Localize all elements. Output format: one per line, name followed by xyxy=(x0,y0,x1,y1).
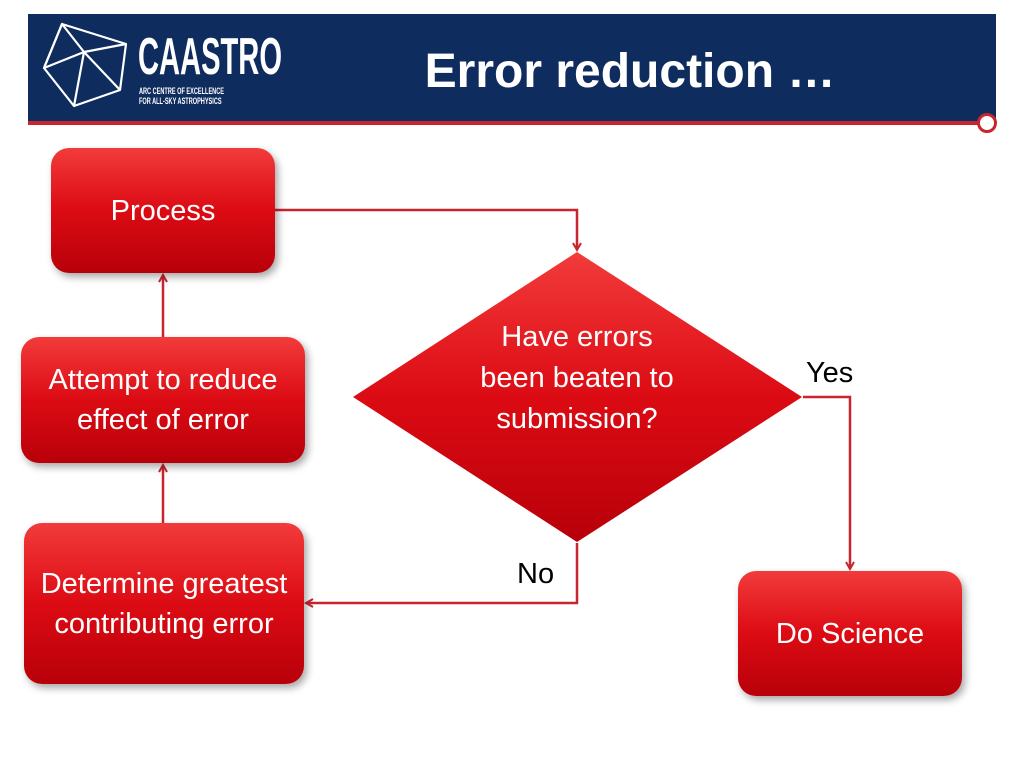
decision-question: Have errors been beaten to submission? xyxy=(480,321,674,435)
no-label: No xyxy=(517,558,555,590)
do-science-node: Do Science xyxy=(738,571,962,696)
logo-tagline: ARC CENTRE OF EXCELLENCE FOR ALL-SKY AST… xyxy=(139,86,224,106)
caastro-logo-icon xyxy=(42,22,128,108)
header-rule-end-ring xyxy=(977,113,997,133)
logo-wordmark: CAASTRO xyxy=(138,28,282,86)
process-node: Process xyxy=(51,148,275,273)
connector-decision-no-to-determine xyxy=(306,543,579,603)
connector-process-to-decision xyxy=(275,208,577,250)
logo-tagline-line1: ARC CENTRE OF EXCELLENCE xyxy=(139,86,224,96)
slide-title: Error reduction … xyxy=(424,45,836,98)
determine-error-node: Determine greatest contributing error xyxy=(24,523,304,684)
yes-label: Yes xyxy=(806,357,854,389)
header-rule xyxy=(28,121,988,125)
header-banner xyxy=(28,14,996,122)
connector-decision-yes-to-science xyxy=(803,395,850,569)
attempt-reduce-node: Attempt to reduce effect of error xyxy=(21,337,305,463)
logo-tagline-line2: FOR ALL-SKY ASTROPHYSICS xyxy=(139,96,222,106)
decision-node xyxy=(353,252,802,542)
